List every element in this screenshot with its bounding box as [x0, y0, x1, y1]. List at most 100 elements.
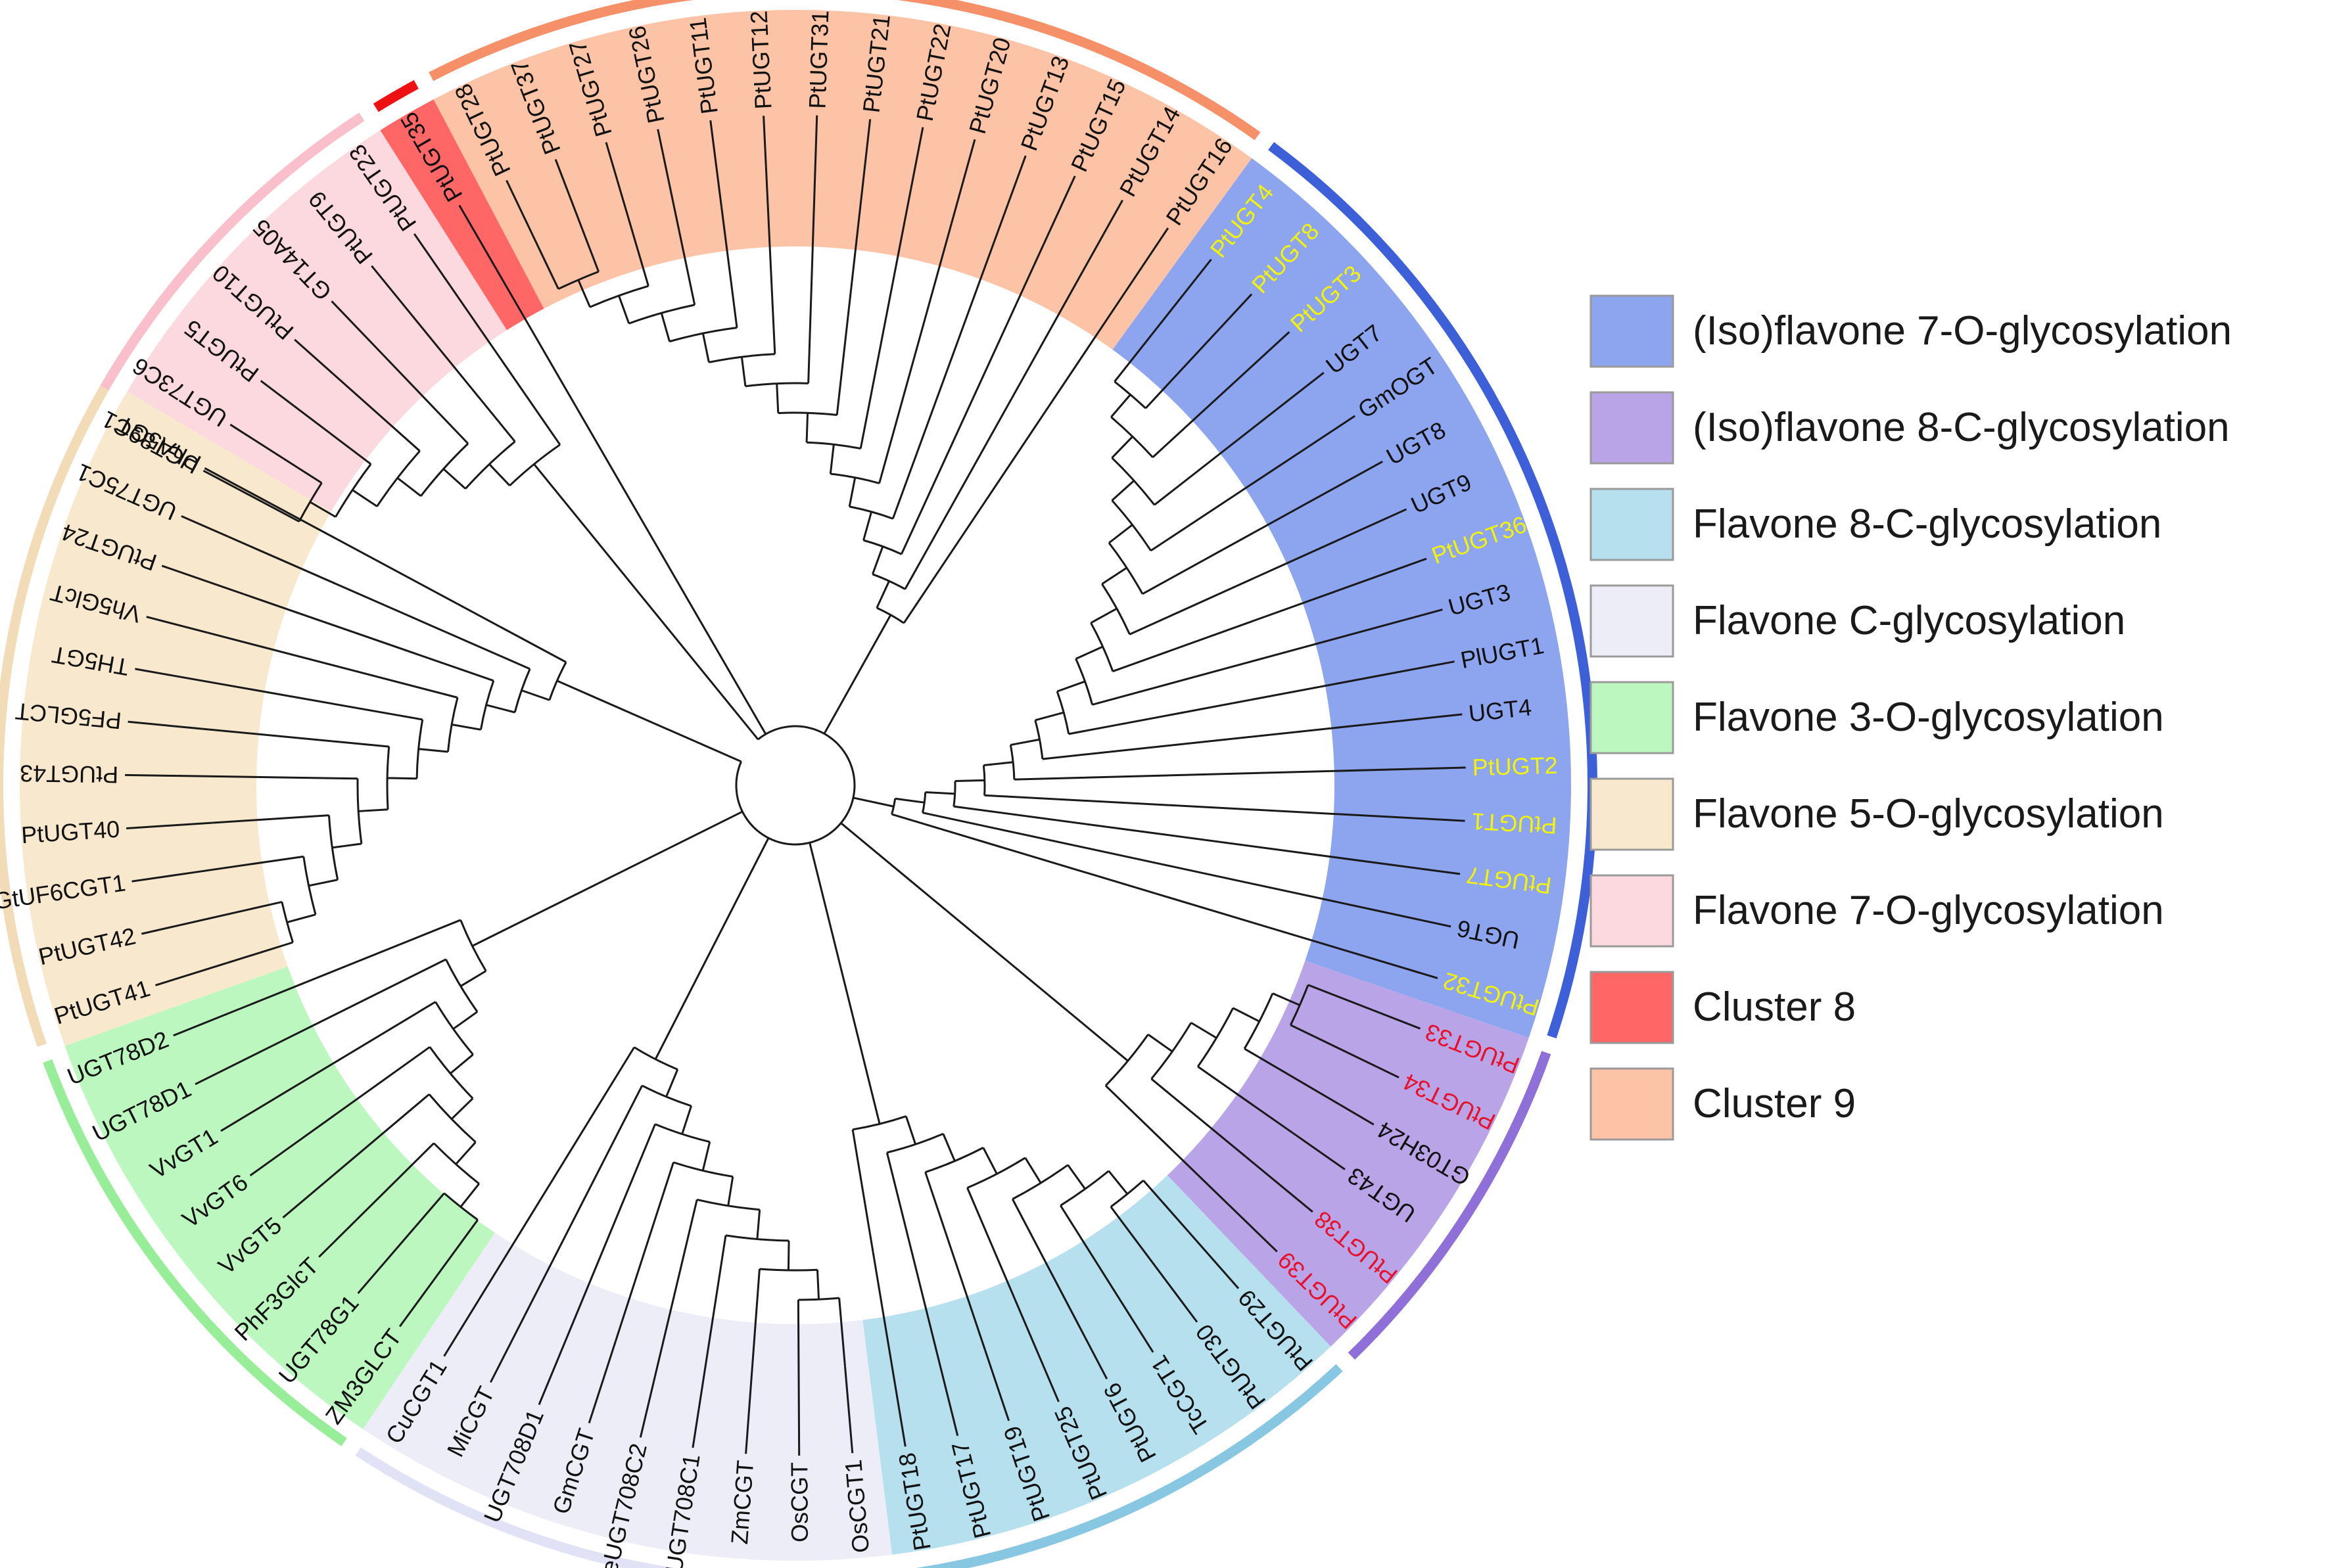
- leaf-branch: [155, 961, 227, 986]
- leaf-branch: [692, 1408, 700, 1448]
- leaf-branch: [413, 233, 452, 287]
- leaf-label-zmcgt: ZmCGT: [726, 1460, 759, 1546]
- leaf-label-ptugt40: PtUGT40: [20, 816, 120, 849]
- leaf-branch: [458, 204, 504, 281]
- leaf-branch: [141, 924, 181, 935]
- leaf-branch: [1306, 461, 1383, 505]
- leaf-branch: [709, 120, 722, 207]
- leaf-branch: [1118, 1298, 1154, 1353]
- clade-branches-f5o: [174, 502, 567, 964]
- leaf-branch: [294, 338, 334, 375]
- leaf-branch: [135, 668, 174, 677]
- leaf-branch: [745, 1379, 753, 1454]
- leaf-branch: [1375, 713, 1463, 725]
- legend-label-f5o: Flavone 5-O-glycosylation: [1693, 791, 2164, 837]
- clade-branches-iso7o: [891, 327, 1421, 954]
- leaf-branch: [1156, 258, 1212, 329]
- legend-label-c8: Cluster 8: [1693, 984, 1856, 1030]
- leaf-branch: [1245, 1155, 1313, 1213]
- leaf-branch: [1302, 415, 1355, 452]
- legend-swatch-iso7o: [1589, 294, 1674, 368]
- leaf-branch: [1404, 609, 1443, 621]
- clade-ring-c8: [373, 80, 419, 112]
- leaf-label-ptugt12: PtUGT12: [745, 10, 777, 110]
- leaf-branch: [1066, 1301, 1108, 1379]
- legend-label-c9: Cluster 9: [1693, 1081, 1856, 1126]
- leaf-branch: [331, 300, 385, 356]
- clade-sector-f8c: [862, 1175, 1331, 1555]
- legend-swatch-iso8c: [1589, 391, 1674, 465]
- clade-highlight-sectors: [20, 9, 1572, 1561]
- legend-swatch-c8: [1589, 971, 1674, 1044]
- leaf-branch: [1292, 1132, 1346, 1170]
- leaf-branch: [763, 116, 767, 168]
- leaf-branch: [844, 1366, 854, 1454]
- leaf-branch: [1388, 912, 1451, 928]
- leaf-branch: [220, 1097, 276, 1132]
- leaf-branch: [195, 1044, 273, 1086]
- leaf-branch: [1188, 1232, 1240, 1289]
- legend-swatch-f8c: [1589, 488, 1674, 561]
- leaf-branch: [1421, 867, 1461, 875]
- clade-branches-f7o: [237, 285, 561, 522]
- clade-sector-fc: [363, 1232, 893, 1561]
- clade-sector-f5o: [20, 391, 331, 1046]
- leaf-branch: [146, 616, 208, 634]
- leaf-branch: [282, 1168, 341, 1218]
- legend-label-f7o: Flavone 7-O-glycosylation: [1693, 888, 2164, 933]
- leaf-branch: [1330, 1044, 1400, 1078]
- leaf-branch: [1132, 227, 1169, 281]
- leaf-branch: [1233, 331, 1290, 384]
- leaf-label-ptugt31: PtUGT31: [804, 10, 834, 109]
- leaf-branch: [249, 1151, 283, 1176]
- leaf-label-ptugt2: PtUGT2: [1472, 752, 1558, 781]
- tree-branches: [125, 115, 1466, 1456]
- leaf-label-oscgt: OsCGT: [786, 1462, 813, 1542]
- leaf-branch: [489, 1315, 526, 1383]
- legend: (Iso)flavone 7-O-glycosylation(Iso)flavo…: [1589, 294, 2232, 1141]
- leaf-branch: [1292, 371, 1325, 398]
- leaf-branch: [864, 119, 872, 159]
- leaf-branch: [657, 129, 672, 191]
- leaf-branch: [443, 1322, 466, 1357]
- leaf-branch: [260, 380, 331, 434]
- clade-branches-f3o: [220, 919, 487, 1276]
- clade-branches-c8: [502, 279, 524, 315]
- leaf-branch: [1390, 816, 1465, 822]
- leaf-branch: [1372, 1009, 1421, 1030]
- leaf-branch: [173, 1015, 222, 1037]
- clade-branches-f8c: [851, 1115, 1190, 1398]
- clade-sector-c9: [433, 9, 1252, 350]
- clade-ring-c9: [429, 0, 1261, 141]
- leaf-branch: [1215, 293, 1253, 333]
- leaf-branch: [813, 115, 818, 191]
- leaf-label-ptugt43: PtUGT43: [20, 760, 119, 788]
- clade-ring-iso8c: [1348, 1051, 1551, 1360]
- leaf-branch: [506, 179, 530, 227]
- leaf-branch: [204, 467, 271, 505]
- leaf-branch: [1043, 175, 1076, 245]
- clade-branches-fc: [463, 1046, 847, 1409]
- leaf-branch: [318, 1220, 356, 1258]
- legend-label-fc: Flavone C-glycosylation: [1693, 598, 2125, 643]
- leaf-branch: [126, 821, 213, 829]
- leaf-branch: [1355, 557, 1427, 586]
- legend-swatch-f7o: [1589, 874, 1674, 948]
- leaf-branch: [181, 515, 229, 538]
- leaf-branch: [1414, 766, 1466, 770]
- leaf-label-ptugt1: PtUGT1: [1471, 808, 1557, 839]
- leaf-branch: [371, 265, 398, 298]
- clade-sector-iso7o: [1112, 158, 1572, 1038]
- leaf-branch: [1392, 660, 1455, 674]
- legend-swatch-fc: [1589, 584, 1674, 658]
- legend-swatch-f3o: [1589, 681, 1674, 754]
- leaf-branch: [229, 423, 285, 459]
- leaf-branch: [1339, 1103, 1375, 1126]
- leaf-branch: [128, 720, 203, 730]
- leaf-branch: [951, 139, 976, 223]
- leaf-branch: [1354, 952, 1438, 979]
- leaf-branch: [554, 158, 584, 230]
- leaf-branch: [983, 1349, 1010, 1421]
- clade-branches-c9: [527, 158, 1134, 624]
